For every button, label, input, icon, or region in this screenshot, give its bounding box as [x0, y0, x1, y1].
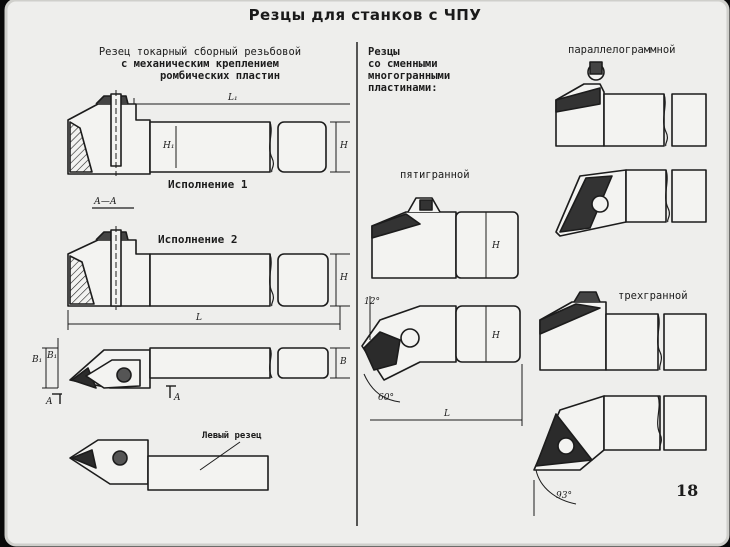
slide-title: Резцы для станков с ЧПУ [248, 6, 482, 24]
tool-execution-2 [67, 226, 350, 330]
dim-L-pentagonal: L [444, 409, 450, 419]
dim-B1-outer: B₁ [32, 355, 43, 365]
tool-execution-1 [67, 90, 350, 176]
tool-parallelogram-side [555, 61, 707, 147]
right-heading-line-4: пластинами: [368, 82, 438, 94]
triangular-label: трехгранной [618, 290, 688, 302]
right-heading-line-1: Резцы [368, 46, 400, 58]
dim-H-mid: H [340, 273, 348, 283]
left-heading-line-2: с механическим креплением [120, 58, 280, 70]
dim-H-pentagonal-top: H [492, 331, 500, 341]
dim-L: L [196, 313, 202, 323]
angle-93: 93° [556, 491, 572, 501]
pentagonal-label: пятигранной [400, 169, 470, 181]
execution-2-label: Исполнение 2 [158, 233, 238, 246]
tool-pentagonal-side [371, 197, 519, 279]
dim-H-top: H [340, 141, 348, 151]
tool-pentagonal-top [361, 296, 523, 426]
parallelogram-label: параллелограммной [568, 44, 676, 56]
tool-parallelogram-top [555, 169, 707, 237]
dim-B1-inner: B₁ [47, 351, 58, 361]
angle-60: 60° [378, 393, 394, 403]
right-heading-line-2: со сменными [368, 58, 438, 70]
right-heading-line-3: многогранными [368, 70, 451, 82]
dim-L1: L₁ [228, 93, 238, 103]
dim-B: B [340, 357, 347, 367]
section-A-right: A [174, 393, 181, 403]
tool-top-view [42, 338, 350, 404]
execution-1-label: Исполнение 1 [168, 178, 248, 191]
section-A-left: A [46, 397, 53, 407]
dim-H-pentagonal-side: H [492, 241, 500, 251]
dim-H1: H₁ [163, 141, 175, 151]
tool-left-cutter [69, 439, 269, 491]
section-label: А—А [94, 197, 117, 207]
tool-triangular-top [533, 395, 707, 516]
angle-12: 12° [364, 297, 380, 307]
left-heading-line-3: ромбических пластин [159, 70, 281, 82]
left-heading-line-1: Резец токарный сборный резьбовой [98, 46, 302, 58]
page-number: 18 [676, 481, 699, 500]
left-cutter-label: Левый резец [202, 431, 262, 441]
tool-triangular-side [539, 291, 707, 371]
